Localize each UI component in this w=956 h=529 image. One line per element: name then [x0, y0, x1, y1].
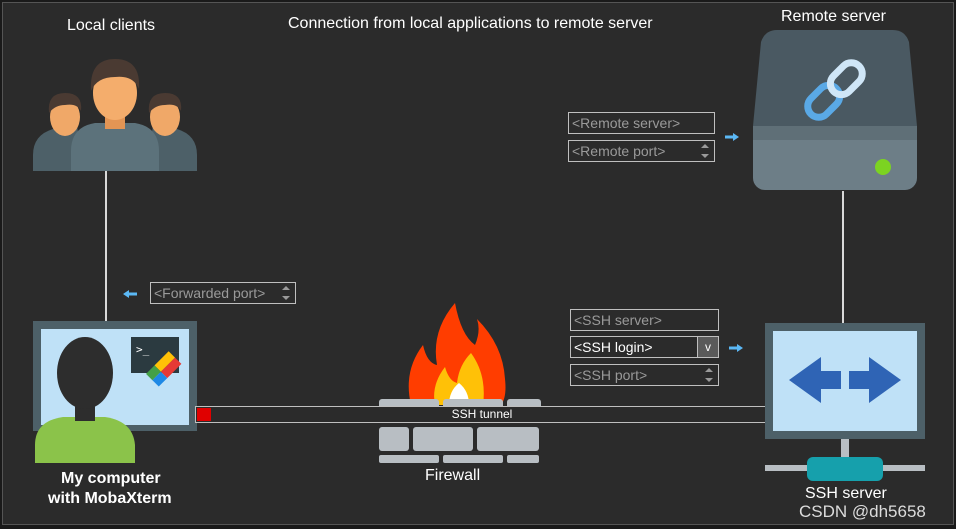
- arrow-left-icon-forwarded: [123, 290, 137, 298]
- firewall-label: Firewall: [425, 467, 481, 484]
- remote-server-field[interactable]: <Remote server>: [568, 112, 715, 134]
- arrow-right-icon-remote: [725, 133, 739, 141]
- remote-to-ssh-line: [842, 191, 844, 325]
- firewall-fire-icon: [379, 303, 541, 463]
- my-computer-label-line1: My computer: [61, 470, 161, 487]
- forwarded-port-field[interactable]: <Forwarded port>: [150, 282, 296, 304]
- clients-to-computer-line: [105, 171, 107, 321]
- remote-server-field-text: <Remote server>: [572, 115, 681, 131]
- user-computer-icon: >_: [33, 321, 197, 463]
- ssh-login-dropdown-button[interactable]: v: [697, 337, 718, 357]
- ssh-server-field-text: <SSH server>: [574, 312, 662, 328]
- users-group-icon: [33, 59, 197, 171]
- ssh-port-field-text: <SSH port>: [574, 367, 648, 383]
- remote-port-stepper[interactable]: [700, 143, 710, 159]
- remote-port-field-text: <Remote port>: [572, 143, 666, 159]
- prompt-glyph: >_: [136, 343, 150, 356]
- ssh-server-label: SSH server: [805, 485, 887, 502]
- tunnel-endpoint-marker: [197, 408, 211, 421]
- remote-port-field[interactable]: <Remote port>: [568, 140, 715, 162]
- watermark: CSDN @dh5658: [799, 502, 926, 521]
- ssh-server-arrows-icon: [765, 323, 925, 481]
- ssh-login-select[interactable]: <SSH login> v: [570, 336, 719, 358]
- ssh-login-select-text: <SSH login>: [574, 339, 653, 355]
- ssh-server-field[interactable]: <SSH server>: [570, 309, 719, 331]
- arrow-right-icon-ssh: [729, 344, 743, 352]
- forwarded-port-stepper[interactable]: [281, 285, 291, 301]
- forwarded-port-field-text: <Forwarded port>: [154, 285, 266, 301]
- my-computer-label-line2: with MobaXterm: [48, 490, 172, 507]
- ssh-port-field[interactable]: <SSH port>: [570, 364, 719, 386]
- ssh-tunnel-label: SSH tunnel: [451, 407, 513, 421]
- ssh-port-stepper[interactable]: [704, 367, 714, 383]
- server-link-icon: [753, 30, 917, 190]
- ssh-tunnel: SSH tunnel: [195, 406, 769, 423]
- diagram-title: Connection from local applications to re…: [288, 15, 653, 32]
- remote-server-label: Remote server: [781, 8, 886, 25]
- local-clients-label: Local clients: [67, 17, 156, 34]
